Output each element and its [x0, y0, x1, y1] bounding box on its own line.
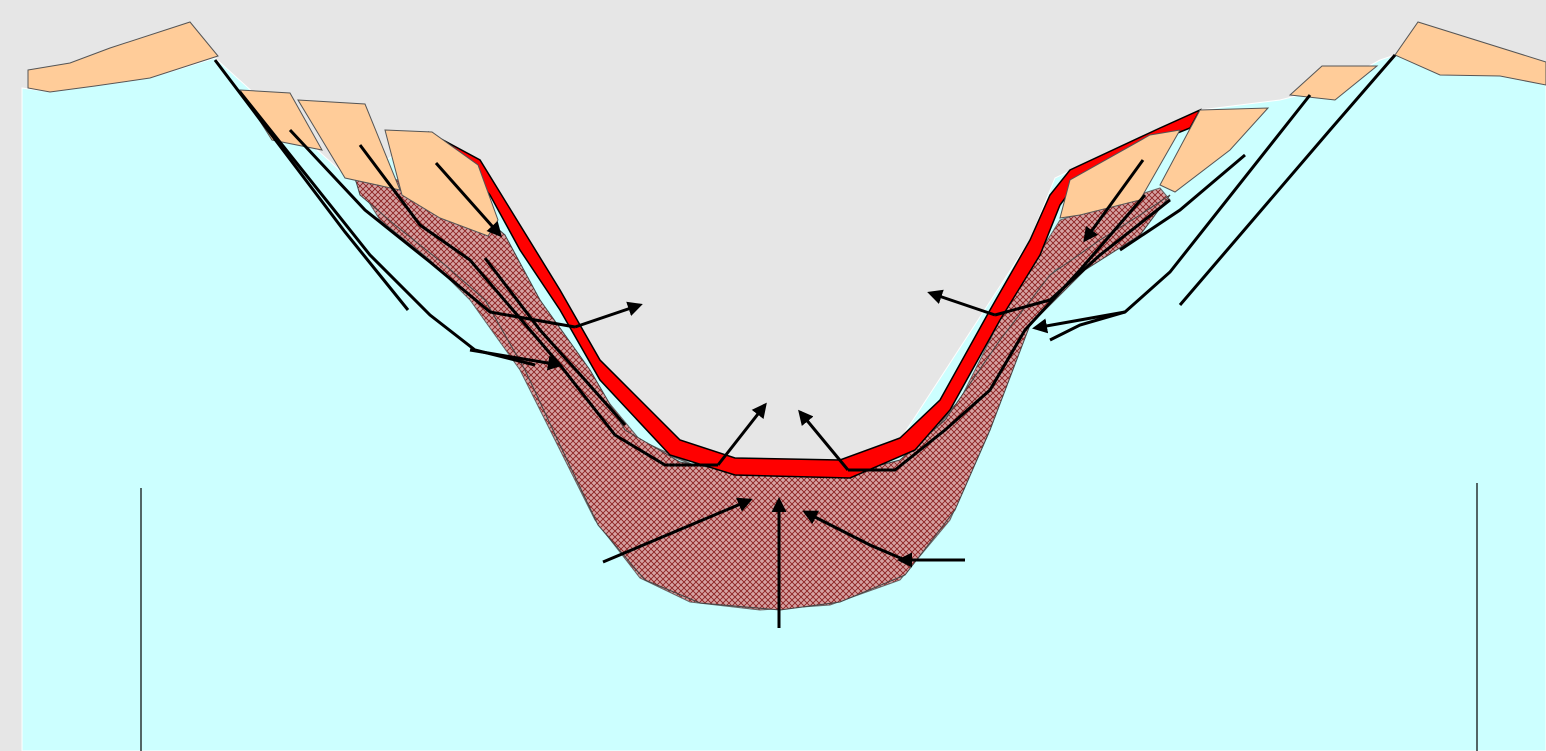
diagram-canvas: [0, 0, 1546, 751]
valley-cross-section-diagram: [0, 0, 1546, 751]
